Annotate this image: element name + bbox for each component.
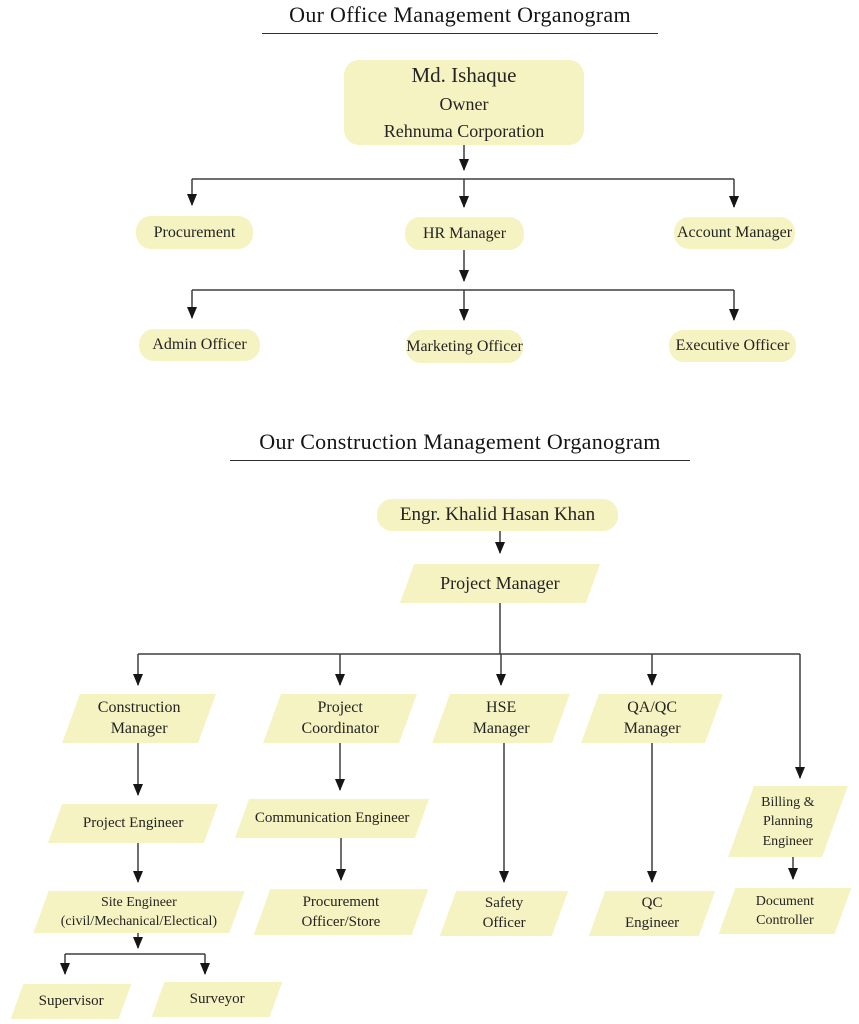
procurement-node: Procurement [136, 216, 253, 249]
node-label: Supervisor [38, 993, 104, 1010]
account-manager-node: Account Manager [674, 217, 795, 249]
admin-officer-node: Admin Officer [139, 329, 260, 361]
node-label-line: Billing & [761, 794, 815, 810]
qa-qc-manager-node: QA/QC Manager [581, 694, 723, 743]
head-node: Engr. Khalid Hasan Khan [377, 499, 618, 531]
node-label: Admin Officer [152, 336, 247, 354]
node-label: Project Engineer [82, 815, 184, 832]
node-label-line: Construction [97, 699, 181, 717]
node-label-line: Engineer [624, 915, 680, 932]
node-label-line: (civil/Mechanical/Electical) [60, 914, 218, 929]
node-label-line: Site Engineer [101, 894, 177, 910]
node-label-line: Procurement [302, 893, 380, 910]
safety-officer-node: Safety Officer [439, 891, 569, 936]
node-label-line: QC [641, 895, 663, 912]
qc-engineer-node: QC Engineer [588, 891, 716, 936]
surveyor-node: Surveyor [151, 982, 283, 1017]
node-label: Executive Officer [675, 337, 790, 355]
node-label-line: Planning [763, 813, 813, 829]
hse-manager-node: HSE Manager [432, 694, 570, 743]
node-label-line: Manager [623, 720, 681, 738]
node-label-line: Officer/Store [301, 914, 381, 930]
construction-manager-node: Construction Manager [62, 694, 216, 743]
node-label-line: Document [755, 893, 815, 909]
node-label-line: Engineer [762, 833, 814, 849]
communication-engineer-node: Communication Engineer [234, 799, 430, 838]
executive-officer-node: Executive Officer [669, 330, 796, 362]
procurement-officer-store-node: Procurement Officer/Store [253, 889, 429, 935]
owner-node: Md. Ishaque Owner Rehnuma Corporation [344, 60, 584, 145]
node-label: Marketing Officer [406, 337, 523, 355]
node-label-line: HSE [485, 699, 517, 717]
owner-role: Owner [439, 94, 489, 115]
owner-company: Rehnuma Corporation [383, 121, 545, 142]
node-label: Engr. Khalid Hasan Khan [399, 503, 596, 525]
document-controller-node: Document Controller [718, 888, 852, 934]
node-label: Procurement [153, 223, 236, 241]
site-engineer-node: Site Engineer (civil/Mechanical/Electica… [33, 891, 245, 933]
node-label-line: Coordinator [301, 720, 379, 738]
construction-organogram-title: Our Construction Management Organogram [230, 429, 690, 461]
marketing-officer-node: Marketing Officer [406, 330, 523, 363]
node-label: HR Manager [422, 224, 507, 242]
owner-name: Md. Ishaque [411, 62, 517, 87]
node-label-line: Officer [482, 915, 526, 932]
node-label-line: Manager [472, 720, 530, 738]
hr-manager-node: HR Manager [405, 217, 524, 250]
node-label: Account Manager [676, 224, 793, 242]
node-label: Communication Engineer [254, 810, 410, 827]
node-label-line: Controller [756, 913, 814, 928]
office-organogram-title: Our Office Management Organogram [262, 2, 658, 34]
project-manager-node: Project Manager [399, 564, 601, 603]
node-label: Surveyor [189, 991, 245, 1008]
billing-planning-engineer-node: Billing & Planning Engineer [728, 786, 848, 857]
project-coordinator-node: Project Coordinator [263, 694, 417, 743]
supervisor-node: Supervisor [10, 984, 132, 1019]
node-label-line: Project [317, 699, 363, 717]
node-label-line: QA/QC [627, 699, 677, 717]
project-engineer-node: Project Engineer [47, 804, 219, 843]
node-label: Project Manager [440, 572, 560, 593]
node-label-line: Safety [484, 895, 524, 912]
node-label-line: Manager [110, 720, 168, 738]
